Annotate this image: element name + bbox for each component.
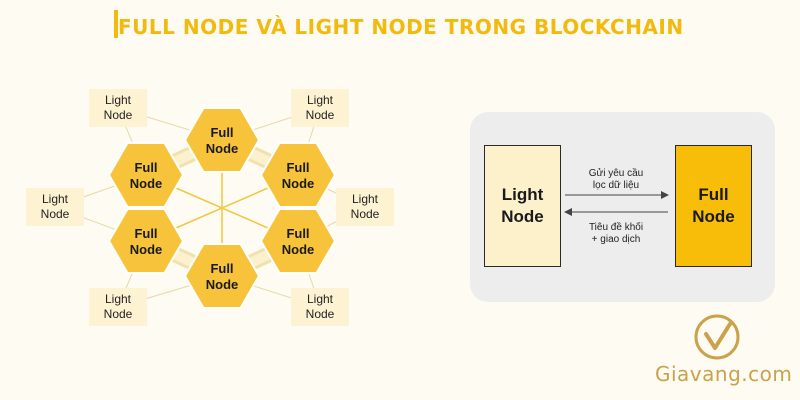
light-node-label: Light (105, 93, 132, 107)
light-node-box: Light Node (484, 145, 561, 267)
light-node-bg (89, 89, 147, 127)
light-node-label: Node (306, 307, 335, 321)
full-node-label: Full (210, 125, 233, 140)
full-node-box-label: Full Node (692, 185, 735, 226)
light-node-bg (336, 188, 394, 226)
brand-logo-text: Giavang.com (655, 362, 793, 386)
page-title: FULL NODE VÀ LIGHT NODE TRONG BLOCKCHAIN (118, 15, 684, 39)
light-node-label: Node (41, 207, 70, 221)
light-node-label: Node (104, 108, 133, 122)
full-node-label: Full (134, 226, 157, 241)
request-label: Gửi yêu cầu lọc dữ liệu (588, 168, 644, 191)
light-node-label: Light (42, 192, 69, 206)
full-node-label: Node (282, 242, 315, 257)
light-node-bg (26, 188, 84, 226)
hexagon-shape (183, 107, 261, 173)
full-node-label: Node (206, 277, 239, 292)
full-node-label: Node (282, 176, 315, 191)
full-node-label: Node (130, 242, 163, 257)
full-node-label: Node (206, 141, 239, 156)
full-node-label: Full (286, 226, 309, 241)
light-node-label: Node (104, 307, 133, 321)
light-node-label: Light (105, 292, 132, 306)
light-node-bg (291, 288, 349, 326)
hexagon-shape (259, 208, 337, 274)
full-node-label: Full (210, 261, 233, 276)
title-accent-bar (114, 10, 118, 38)
light-node-label: Light (307, 93, 334, 107)
full-node-label: Full (286, 160, 309, 175)
full-node-box: Full Node (675, 145, 752, 267)
hexagon-shape (259, 142, 337, 208)
light-node-label: Light (352, 192, 379, 206)
logo-icon (694, 314, 740, 360)
full-node-label: Full (134, 160, 157, 175)
hexagon-shape (183, 243, 261, 309)
light-node-label: Light (307, 292, 334, 306)
light-node-bg (291, 89, 349, 127)
hexagon-shape (107, 142, 185, 208)
light-node-label: Node (306, 108, 335, 122)
light-node-label: Node (351, 207, 380, 221)
hexagon-shape (107, 208, 185, 274)
light-node-box-label: Light Node (501, 185, 544, 226)
response-label: Tiêu đề khối + giao dịch (588, 222, 644, 245)
full-node-label: Node (130, 176, 163, 191)
light-node-bg (89, 288, 147, 326)
